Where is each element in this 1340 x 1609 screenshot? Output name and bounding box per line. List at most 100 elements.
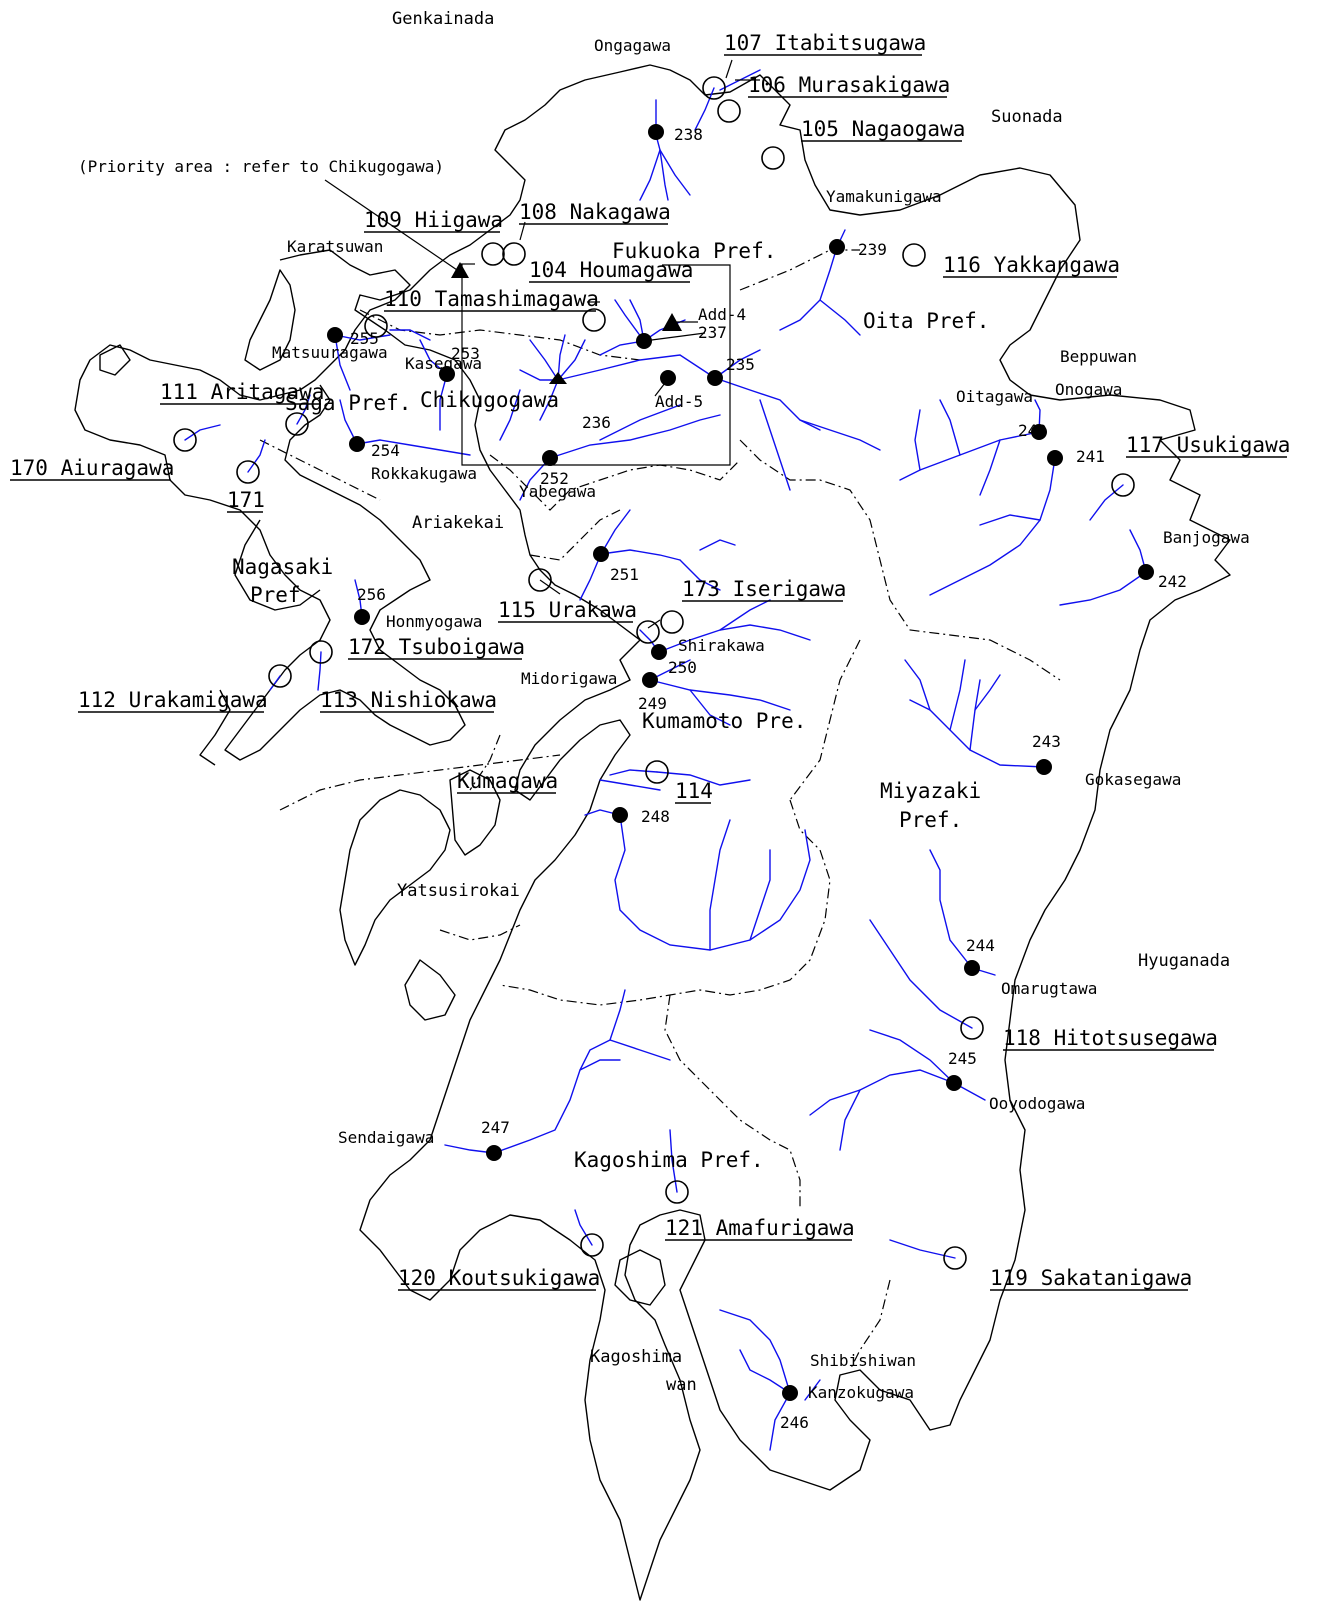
station-245[interactable] <box>946 1075 962 1091</box>
num-244: 244 <box>966 936 995 955</box>
marker-105[interactable] <box>761 146 785 170</box>
label-120[interactable]: 120 Koutsukigawa <box>398 1266 600 1290</box>
marker-116[interactable] <box>902 243 926 267</box>
river-ooyodogawa: Ooyodogawa <box>989 1094 1085 1113</box>
marker-171[interactable] <box>236 460 260 484</box>
marker-110[interactable] <box>364 314 388 338</box>
label-111[interactable]: 111 Aritagawa <box>160 380 324 404</box>
label-116[interactable]: 116 Yakkangawa <box>943 253 1120 277</box>
station-243[interactable] <box>1036 759 1052 775</box>
station-247[interactable] <box>486 1145 502 1161</box>
pref-miyazaki-1: Miyazaki <box>880 779 981 803</box>
label-115[interactable]: 115 Urakawa <box>498 598 637 622</box>
sea-kagoshima-wan-2: wan <box>666 1375 697 1395</box>
station-239[interactable] <box>829 239 845 255</box>
label-106[interactable]: 106 Murasakigawa <box>748 73 950 97</box>
label-kumagawa[interactable]: Kumagawa <box>457 769 558 793</box>
label-170[interactable]: 170 Aiuragawa <box>10 456 174 480</box>
sea-ariakekai: Ariakekai <box>412 513 504 533</box>
marker-117[interactable] <box>1111 473 1135 497</box>
river-ongagawa: Ongagawa <box>594 36 671 55</box>
station-246[interactable] <box>782 1385 798 1401</box>
num-240: 240 <box>1018 421 1047 440</box>
prefecture-borders <box>259 249 1061 1371</box>
pref-oita: Oita Pref. <box>863 309 989 333</box>
marker-109[interactable] <box>481 242 505 266</box>
marker-108[interactable] <box>502 242 526 266</box>
pref-fukuoka: Fukuoka Pref. <box>612 239 776 263</box>
priority-area-triangle[interactable] <box>451 262 469 278</box>
station-254[interactable] <box>349 436 365 452</box>
station-253[interactable] <box>439 366 455 382</box>
marker-114[interactable] <box>645 760 669 784</box>
station-242[interactable] <box>1138 564 1154 580</box>
marker-170[interactable] <box>173 428 197 452</box>
station-238[interactable] <box>648 124 664 140</box>
station-235[interactable] <box>707 370 723 386</box>
station-256[interactable] <box>354 609 370 625</box>
label-108[interactable]: 108 Nakagawa <box>519 200 671 224</box>
station-numbers: 238 239 237 235 236 252 253 255 254 251 … <box>350 125 1187 1432</box>
label-114[interactable]: 114 <box>675 779 713 803</box>
station-248[interactable] <box>612 807 628 823</box>
station-241[interactable] <box>1047 450 1063 466</box>
chikugo-triangle[interactable] <box>549 372 567 384</box>
label-121[interactable]: 121 Amafurigawa <box>665 1216 855 1240</box>
river-sendaigawa: Sendaigawa <box>338 1128 434 1147</box>
label-173[interactable]: 173 Iserigawa <box>682 577 846 601</box>
marker-107[interactable] <box>702 76 726 100</box>
label-104[interactable]: 104 Houmagawa <box>529 258 693 282</box>
sakurajima-coastline <box>614 1249 666 1306</box>
num-256: 256 <box>357 585 386 604</box>
marker-173[interactable] <box>660 610 684 634</box>
label-110[interactable]: 110 Tamashimagawa <box>384 287 599 311</box>
label-119[interactable]: 119 Sakatanigawa <box>990 1266 1192 1290</box>
marker-112[interactable] <box>268 664 292 688</box>
station-240[interactable] <box>1031 424 1047 440</box>
station-dots <box>327 124 1154 1401</box>
label-172[interactable]: 172 Tsuboigawa <box>348 635 525 659</box>
station-237[interactable] <box>636 333 652 349</box>
station-244[interactable] <box>964 960 980 976</box>
label-109[interactable]: 109 Hiigawa <box>364 208 503 232</box>
num-236: 236 <box>582 413 611 432</box>
marker-119[interactable] <box>943 1246 967 1270</box>
shimabara-coastline <box>234 519 321 611</box>
station-252[interactable] <box>542 450 558 466</box>
station-249[interactable] <box>642 672 658 688</box>
label-107[interactable]: 107 Itabitsugawa <box>724 31 926 55</box>
marker-111[interactable] <box>285 412 309 436</box>
marker-104[interactable] <box>582 308 606 332</box>
add4-triangle[interactable] <box>662 313 682 331</box>
station-add5[interactable] <box>660 370 676 386</box>
western-peninsula-coastline <box>74 249 466 761</box>
station-251[interactable] <box>593 546 609 562</box>
marker-120[interactable] <box>580 1233 604 1257</box>
marker-121[interactable] <box>665 1180 689 1204</box>
label-117[interactable]: 117 Usukigawa <box>1126 433 1290 457</box>
station-255[interactable] <box>327 327 343 343</box>
label-112[interactable]: 112 Urakamigawa <box>78 688 268 712</box>
marker-106[interactable] <box>717 99 741 123</box>
marker-118[interactable] <box>960 1016 984 1040</box>
marker-172[interactable] <box>309 640 333 664</box>
label-113[interactable]: 113 Nishiokawa <box>320 688 497 712</box>
sea-yatsusirokai: Yatsusirokai <box>397 881 520 901</box>
rivers <box>184 69 1147 1451</box>
num-235: 235 <box>726 355 755 374</box>
num-248: 248 <box>641 807 670 826</box>
label-171[interactable]: 171 <box>227 488 265 512</box>
label-118[interactable]: 118 Hitotsusegawa <box>1003 1026 1218 1050</box>
num-250: 250 <box>668 658 697 677</box>
pref-saga: Saga Pref. <box>285 391 411 415</box>
station-250[interactable] <box>651 644 667 660</box>
num-238: 238 <box>674 125 703 144</box>
sea-hyuganada: Hyuganada <box>1138 951 1230 971</box>
num-245: 245 <box>948 1049 977 1068</box>
marker-115[interactable] <box>528 568 552 592</box>
river-banjogawa: Banjogawa <box>1163 528 1250 547</box>
marker-173b[interactable] <box>636 620 660 644</box>
label-105[interactable]: 105 Nagaogawa <box>801 117 965 141</box>
num-252: 252 <box>540 469 569 488</box>
